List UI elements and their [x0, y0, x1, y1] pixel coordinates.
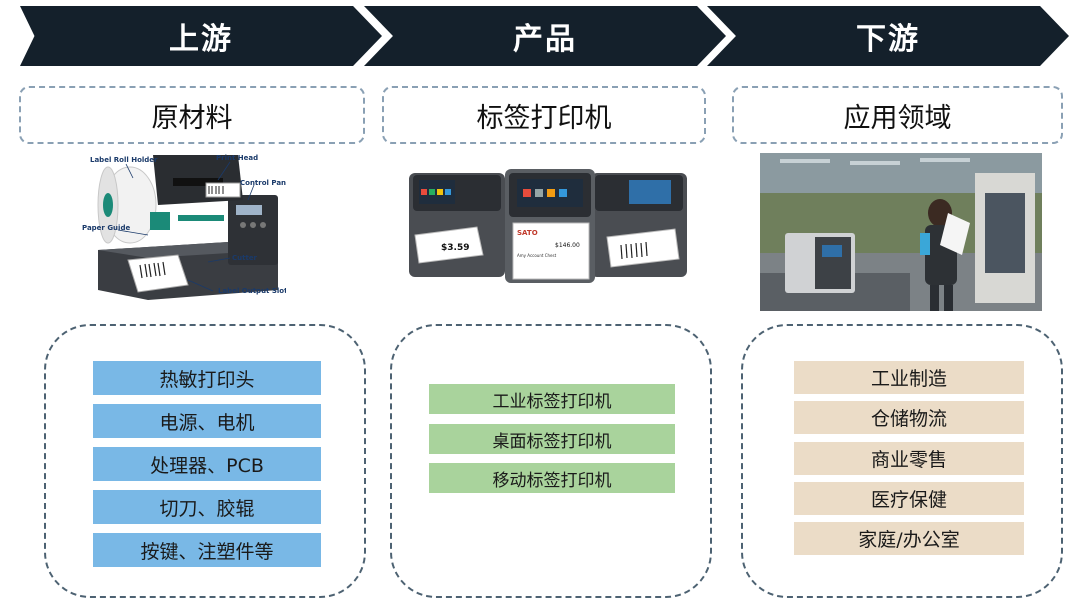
stage-label: 产品 [513, 22, 577, 57]
item-name-text: Amy Account Chest [517, 253, 557, 258]
category-label: 原材料 [151, 102, 233, 134]
factory-scene-image [760, 153, 1042, 311]
stage-label: 下游 [856, 22, 920, 57]
callout-label-roll-holder: Label Roll Holder [90, 156, 158, 164]
category-raw-materials: 原材料 [19, 86, 365, 144]
downstream-item: 家庭/办公室 [794, 522, 1024, 555]
callout-label-output-slot: Label Output Slot [218, 287, 286, 295]
downstream-item: 医疗保健 [794, 482, 1024, 515]
price-text: $146.00 [555, 242, 580, 249]
stage-banner-upstream: 上游 [20, 6, 382, 66]
category-label-printer: 标签打印机 [382, 86, 706, 144]
category-label: 应用领域 [843, 102, 952, 134]
category-label: 标签打印机 [476, 102, 612, 134]
downstream-item: 工业制造 [794, 361, 1024, 394]
product-item: 移动标签打印机 [429, 463, 675, 493]
stage-banner-product: 产品 [364, 6, 726, 66]
label-printers-image: $3.59 SATO $146.00 Amy Account Chest [407, 165, 689, 285]
callout-control-panel: Control Panel [240, 179, 286, 187]
upstream-item: 按键、注塑件等 [93, 533, 321, 567]
stage-label: 上游 [169, 22, 233, 57]
downstream-item: 商业零售 [794, 442, 1024, 475]
callout-paper-guide: Paper Guide [82, 224, 130, 232]
upstream-item: 切刀、胶辊 [93, 490, 321, 524]
upstream-item: 处理器、PCB [93, 447, 321, 481]
downstream-item: 仓储物流 [794, 401, 1024, 434]
brand-text: SATO [517, 229, 538, 237]
upstream-item: 电源、电机 [93, 404, 321, 438]
price-tag-text: $3.59 [441, 243, 469, 253]
product-panel: 工业标签打印机 桌面标签打印机 移动标签打印机 [390, 324, 712, 598]
category-application: 应用领域 [732, 86, 1063, 144]
printer-internals-image: Label Roll Holder Print Head Control Pan… [78, 150, 286, 310]
upstream-item: 热敏打印头 [93, 361, 321, 395]
callout-print-head: Print Head [216, 154, 258, 162]
upstream-panel: 热敏打印头 电源、电机 处理器、PCB 切刀、胶辊 按键、注塑件等 [44, 324, 366, 598]
product-item: 桌面标签打印机 [429, 424, 675, 454]
downstream-panel: 工业制造 仓储物流 商业零售 医疗保健 家庭/办公室 [741, 324, 1063, 598]
stage-banner-downstream: 下游 [707, 6, 1069, 66]
product-item: 工业标签打印机 [429, 384, 675, 414]
callout-cutter: Cutter [232, 254, 258, 262]
